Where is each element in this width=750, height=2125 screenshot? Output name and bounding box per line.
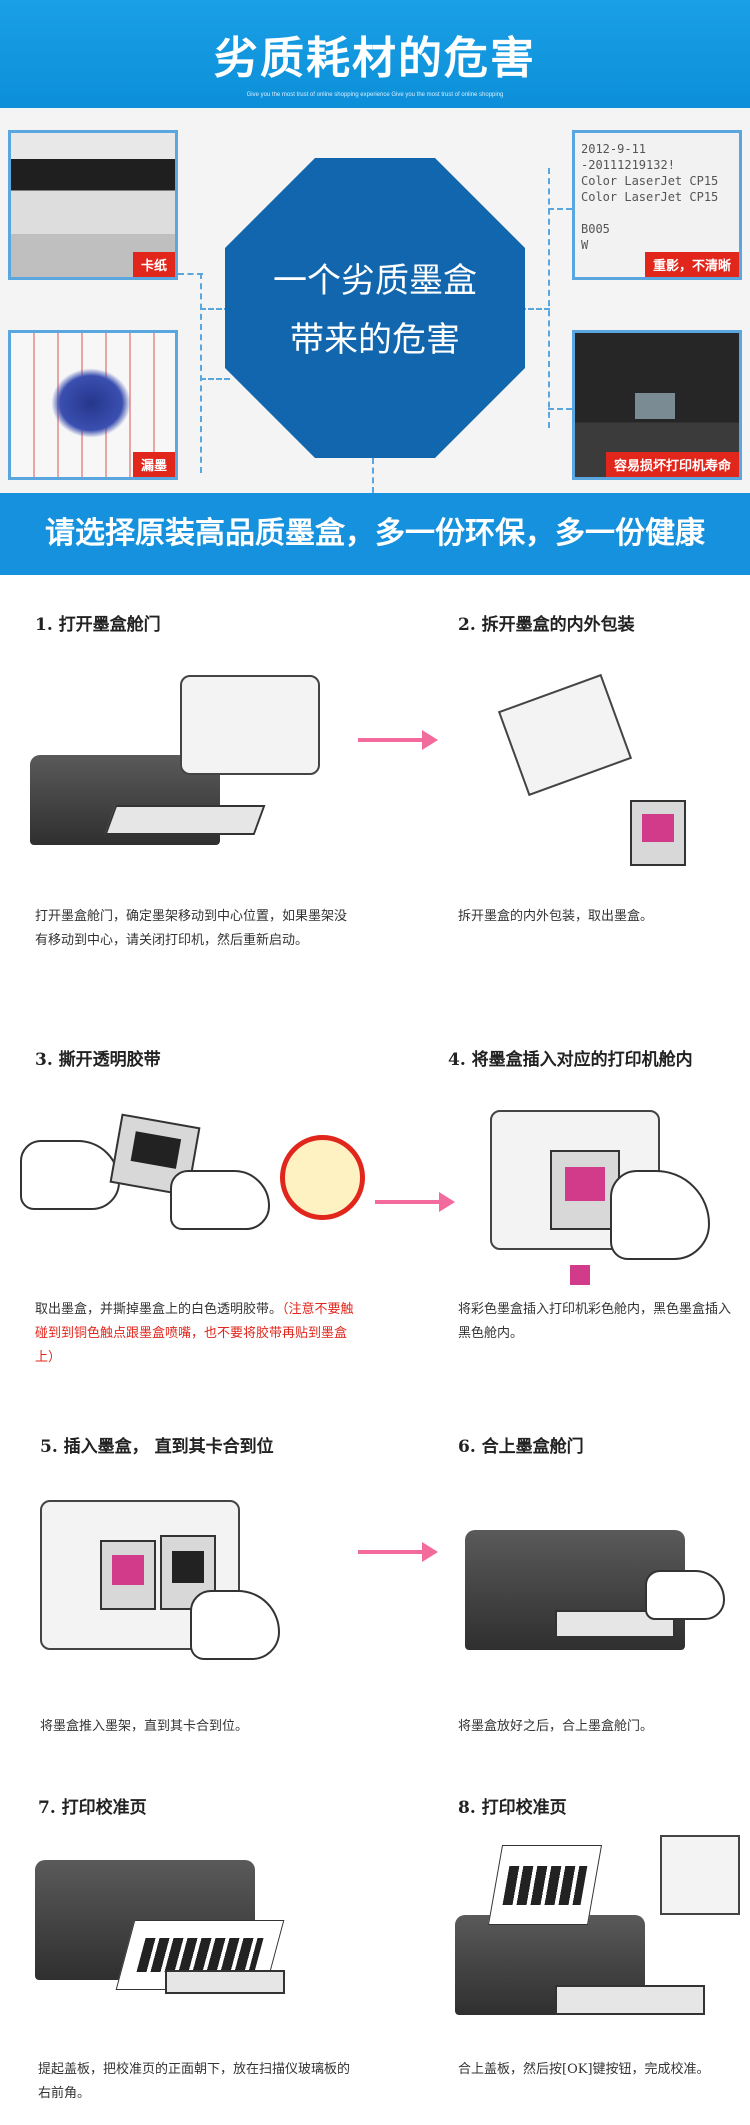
step-2-description: 拆开墨盒的内外包装，取出墨盒。	[458, 905, 738, 929]
photo-printer-damage: 容易损坏打印机寿命	[572, 330, 742, 480]
page-header: 劣质耗材的危害 Give you the most trust of onlin…	[0, 0, 750, 108]
hand-drawing	[20, 1140, 120, 1210]
alignment-page	[487, 1845, 603, 1925]
step-5-description: 将墨盒推入墨架，直到其卡合到位。	[40, 1715, 360, 1739]
output-tray	[555, 1985, 705, 2015]
connector-line	[200, 378, 230, 380]
step-7-description: 提起盖板，把校准页的正面朝下，放在扫描仪玻璃板的右前角。	[38, 2058, 358, 2106]
ink-stain	[51, 368, 131, 438]
color-cartridge	[100, 1540, 156, 1610]
connector-line	[520, 308, 550, 310]
page-title: 劣质耗材的危害	[214, 33, 536, 84]
octagon-line-1: 一个劣质墨盒	[273, 261, 477, 301]
step-2-illustration	[497, 673, 690, 890]
step-1-illustration	[30, 665, 330, 865]
arrow-next-icon	[358, 1542, 438, 1562]
step-2: 2. 拆开墨盒的内外包装	[458, 610, 748, 635]
connector-line	[548, 208, 572, 210]
step-1: 1. 打开墨盒舱门	[35, 610, 365, 635]
step-title: 4. 将墨盒插入对应的打印机舱内	[448, 1050, 693, 1070]
output-tray	[165, 1970, 285, 1994]
step-title: 1. 打开墨盒舱门	[35, 615, 161, 635]
step-desc-main: 取出墨盒，并撕掉墨盒上的白色透明胶带。	[35, 1302, 283, 1317]
header-tagline: Give you the most trust of online shoppi…	[246, 92, 504, 98]
step-8-illustration	[455, 1835, 745, 2035]
step-desc: 取出墨盒，并撕掉墨盒上的白色透明胶带。（注意不要触碰到到铜色触点跟墨盒喷嘴，也不…	[35, 1298, 355, 1370]
step-title: 8. 打印校准页	[458, 1798, 567, 1818]
carriage-closeup	[180, 675, 320, 775]
step-desc: 将墨盒推入墨架，直到其卡合到位。	[40, 1719, 249, 1734]
hazard-octagon: 一个劣质墨盒 带来的危害	[225, 158, 525, 458]
photo-caption: 重影，不清晰	[644, 252, 739, 277]
step-8: 8. 打印校准页	[458, 1793, 748, 1818]
photo-caption: 容易损坏打印机寿命	[605, 452, 739, 477]
connector-line	[372, 458, 374, 493]
color-cartridge	[550, 1150, 620, 1230]
cartridge-package	[497, 673, 633, 797]
connector-line	[200, 308, 230, 310]
step-3-illustration	[20, 1100, 370, 1270]
step-3-description: 取出墨盒，并撕掉墨盒上的白色透明胶带。（注意不要触碰到到铜色触点跟墨盒喷嘴，也不…	[35, 1298, 355, 1370]
step-5: 5. 插入墨盒， 直到其卡合到位	[40, 1432, 370, 1457]
photo-ghosting: 2012-9-11 -20111219132! Color LaserJet C…	[572, 130, 742, 280]
step-1-description: 打开墨盒舱门，确定墨架移动到中心位置，如果墨架没有移动到中心，请关闭打印机，然后…	[35, 905, 355, 953]
step-8-description: 合上盖板，然后按[OK]键按钮，完成校准。	[458, 2058, 748, 2082]
hand-drawing	[190, 1590, 280, 1660]
ink-door	[104, 805, 266, 835]
hazard-section: 卡纸 漏墨 2012-9-11 -20111219132! Color Lase…	[0, 108, 750, 493]
arrow-next-icon	[358, 730, 438, 750]
step-4-illustration	[490, 1090, 720, 1290]
ghost-print-text: 2012-9-11 -20111219132! Color LaserJet C…	[581, 142, 719, 252]
ok-button-closeup	[660, 1835, 740, 1915]
slogan-bar: 请选择原装高品质墨盒，多一份环保，多一份健康	[0, 493, 750, 575]
step-4-description: 将彩色墨盒插入打印机彩色舱内，黑色墨盒插入黑色舱内。	[458, 1298, 738, 1346]
step-title: 3. 撕开透明胶带	[35, 1050, 161, 1070]
step-desc: 将彩色墨盒插入打印机彩色舱内，黑色墨盒插入黑色舱内。	[458, 1302, 732, 1341]
step-5-illustration	[40, 1480, 300, 1680]
step-title: 6. 合上墨盒舱门	[458, 1437, 584, 1457]
step-desc: 将墨盒放好之后，合上墨盒舱门。	[458, 1719, 654, 1734]
no-touch-icon	[280, 1135, 365, 1220]
color-slot-icon	[570, 1265, 590, 1285]
photo-ink-leak: 漏墨	[8, 330, 178, 480]
step-desc: 打开墨盒舱门，确定墨架移动到中心位置，如果墨架没有移动到中心，请关闭打印机，然后…	[35, 909, 348, 948]
step-desc: 合上盖板，然后按[OK]键按钮，完成校准。	[458, 2062, 710, 2077]
step-title: 7. 打印校准页	[38, 1798, 147, 1818]
printer-screen	[635, 393, 675, 419]
step-title: 5. 插入墨盒， 直到其卡合到位	[40, 1437, 274, 1457]
arrow-next-icon	[375, 1192, 455, 1212]
hand-drawing	[610, 1170, 710, 1260]
ink-cartridge	[630, 800, 686, 866]
step-title: 2. 拆开墨盒的内外包装	[458, 615, 635, 635]
step-desc: 拆开墨盒的内外包装，取出墨盒。	[458, 909, 654, 924]
step-6-description: 将墨盒放好之后，合上墨盒舱门。	[458, 1715, 738, 1739]
connector-line	[548, 408, 572, 410]
step-3: 3. 撕开透明胶带	[35, 1045, 365, 1070]
octagon-line-2: 带来的危害	[290, 320, 460, 360]
step-warning: （注意不要触碰到到铜色触点跟墨盒喷嘴，也不要将胶带再贴到墨盒上）	[35, 1302, 354, 1365]
step-desc: 提起盖板，把校准页的正面朝下，放在扫描仪玻璃板的右前角。	[38, 2062, 351, 2101]
step-7-illustration	[35, 1860, 305, 2020]
hand-drawing	[170, 1170, 270, 1230]
connector-line	[548, 168, 550, 428]
step-4: 4. 将墨盒插入对应的打印机舱内	[448, 1045, 748, 1070]
photo-caption: 卡纸	[132, 252, 175, 277]
hand-drawing	[645, 1570, 725, 1620]
photo-caption: 漏墨	[132, 452, 175, 477]
black-cartridge	[160, 1535, 216, 1610]
step-7: 7. 打印校准页	[38, 1793, 368, 1818]
step-6-illustration	[465, 1510, 735, 1670]
photo-paper-jam: 卡纸	[8, 130, 178, 280]
step-6: 6. 合上墨盒舱门	[458, 1432, 748, 1457]
connector-line	[200, 273, 202, 473]
connector-line	[178, 273, 203, 275]
